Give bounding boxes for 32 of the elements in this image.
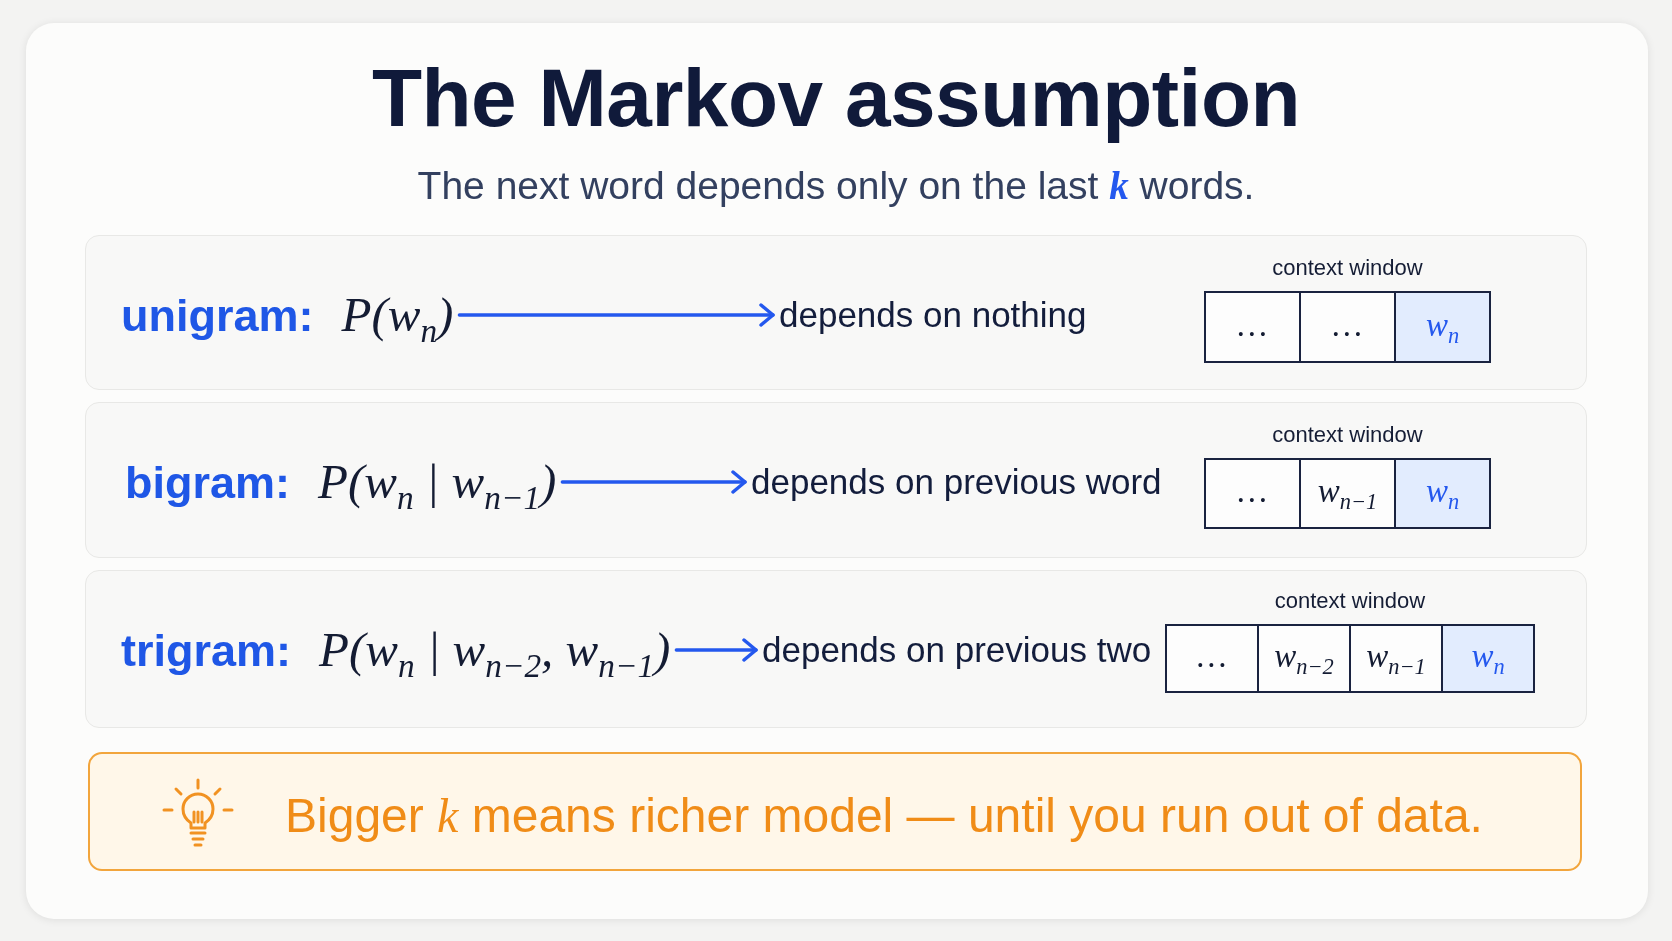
subtitle: The next word depends only on the last k words. <box>417 163 1255 209</box>
current-word-cell: w$_{n}$ <box>1441 624 1535 693</box>
arrow <box>560 470 747 494</box>
context-cell: … <box>1165 624 1259 693</box>
tip-text: Bigger k means richer model — until you run out of data. <box>285 788 1483 844</box>
title: The Markov assumption <box>371 51 1301 145</box>
context-window-label: context window <box>1274 588 1426 614</box>
context-cell: w$_{n−1}$ <box>1349 624 1443 693</box>
description-text: depends on previous word <box>751 461 1162 503</box>
probability-formula: P(w$_{n}$ | w$_{n−1}$) <box>318 453 557 512</box>
description-text: depends on previous two <box>762 629 1152 671</box>
current-word-cell: w$_{n}$ <box>1394 291 1491 363</box>
context-cell: … <box>1204 458 1301 529</box>
row-panel <box>85 402 1587 558</box>
arrow <box>457 303 775 327</box>
description-text: depends on nothing <box>779 294 1087 336</box>
model-label: bigram: <box>125 456 290 510</box>
model-label: trigram: <box>121 624 292 678</box>
row-panel <box>85 235 1587 390</box>
probability-formula: P(w$_{n}$ | w$_{n−2}$, w$_{n−1}$) <box>319 621 671 680</box>
row-panel <box>85 570 1587 728</box>
tip-banner <box>88 752 1582 871</box>
probability-formula: P(w$_{n}$) <box>341 286 454 345</box>
arrow <box>674 638 758 662</box>
context-cell: w$_{n−1}$ <box>1299 458 1396 529</box>
context-cell: … <box>1204 291 1301 363</box>
context-window-label: context window <box>1272 422 1423 448</box>
current-word-cell: w$_{n}$ <box>1394 458 1491 529</box>
context-window-label: context window <box>1272 255 1423 281</box>
context-cell: w$_{n−2}$ <box>1257 624 1351 693</box>
model-label: unigram: <box>121 289 314 343</box>
context-cell: … <box>1299 291 1396 363</box>
